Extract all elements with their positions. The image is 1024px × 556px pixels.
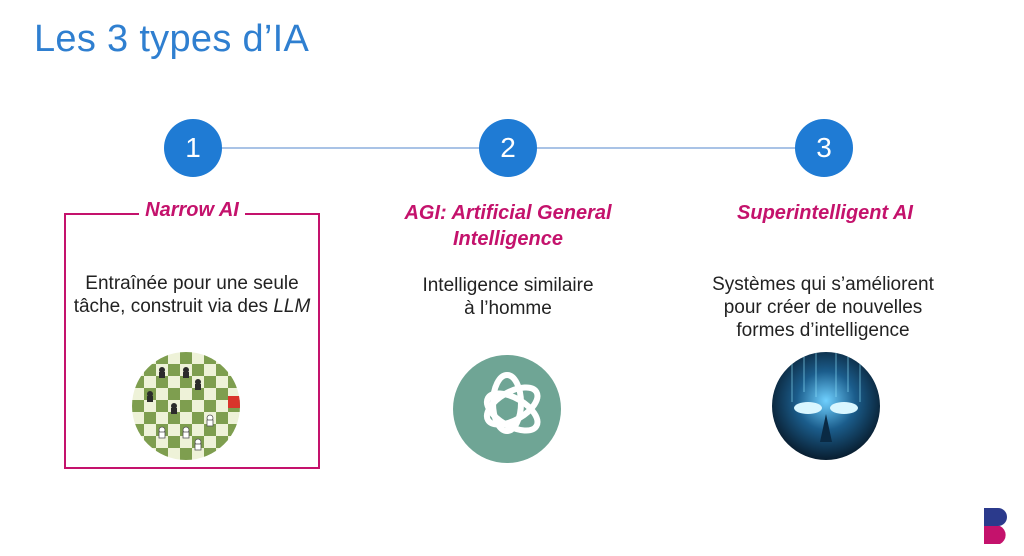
page-title: Les 3 types d’IA (34, 18, 310, 60)
step-3-badge: 3 (795, 119, 853, 177)
b-logo-icon (982, 506, 1014, 546)
superintelligent-description: Systèmes qui s’améliorent pour créer de … (690, 273, 956, 342)
narrow-ai-heading: Narrow AI (139, 199, 245, 221)
chess-board-icon (132, 352, 240, 460)
narrow-ai-description: Entraînée pour une seule tâche, construi… (64, 272, 320, 318)
narrow-ai-heading-wrap: Narrow AI (64, 199, 320, 222)
narrow-ai-desc-line-2: tâche, construit via des LLM (64, 295, 320, 318)
agi-heading: AGI: Artificial General Intelligence (370, 200, 646, 252)
agi-heading-line-2: Intelligence (452, 228, 564, 250)
narrow-ai-desc-emphasis: LLM (273, 296, 311, 317)
agi-heading-line-1: AGI: Artificial General (404, 202, 612, 224)
super-desc-line-3: formes d’intelligence (736, 320, 910, 341)
step-1-badge: 1 (164, 119, 222, 177)
super-desc-line-2: pour créer de nouvelles (723, 297, 923, 318)
narrow-ai-desc-line-1: Entraînée pour une seule (85, 273, 299, 294)
openai-logo-icon (453, 355, 561, 463)
step-2-badge: 2 (479, 119, 537, 177)
ai-face-icon (772, 352, 880, 460)
super-desc-line-1: Systèmes qui s’améliorent (712, 274, 934, 295)
narrow-ai-desc-line-2-text: tâche, construit via des (73, 296, 269, 317)
superintelligent-heading: Superintelligent AI (737, 202, 913, 224)
agi-desc-line-2: à l’homme (464, 298, 552, 319)
agi-desc-line-1: Intelligence similaire (422, 275, 594, 296)
agi-description: Intelligence similaire à l’homme (370, 274, 646, 320)
